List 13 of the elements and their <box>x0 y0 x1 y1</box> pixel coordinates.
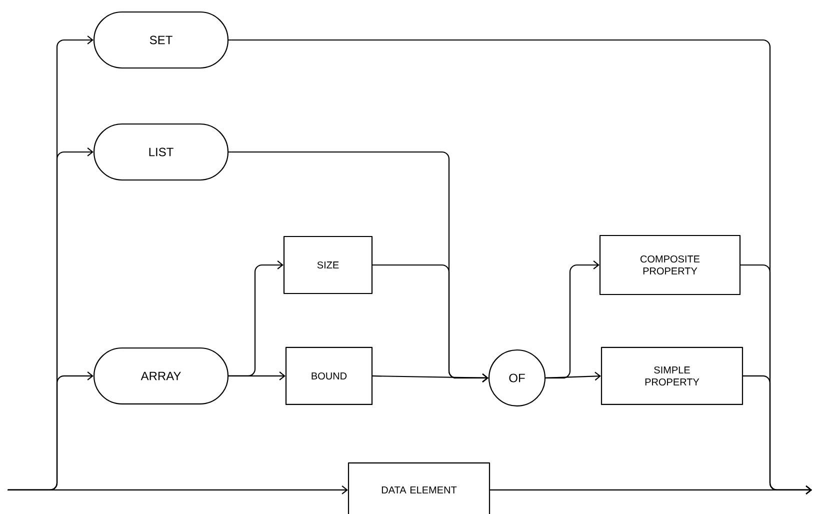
arrow <box>490 486 812 494</box>
process-box: DATA ELEMENT <box>348 462 490 514</box>
arrow <box>545 372 601 381</box>
process-box: SIZE <box>283 236 373 294</box>
terminal-capsule: LIST <box>93 123 229 181</box>
arrow <box>7 486 348 494</box>
terminal-capsule: SET <box>93 11 229 69</box>
process-box: BOUND <box>285 346 373 406</box>
arrow <box>372 373 488 382</box>
process-box: SIMPLE PROPERTY <box>600 346 744 406</box>
process-box: COMPOSITE PROPERTY <box>599 234 741 296</box>
arrow <box>228 372 286 380</box>
terminal-capsule: ARRAY <box>93 347 229 405</box>
